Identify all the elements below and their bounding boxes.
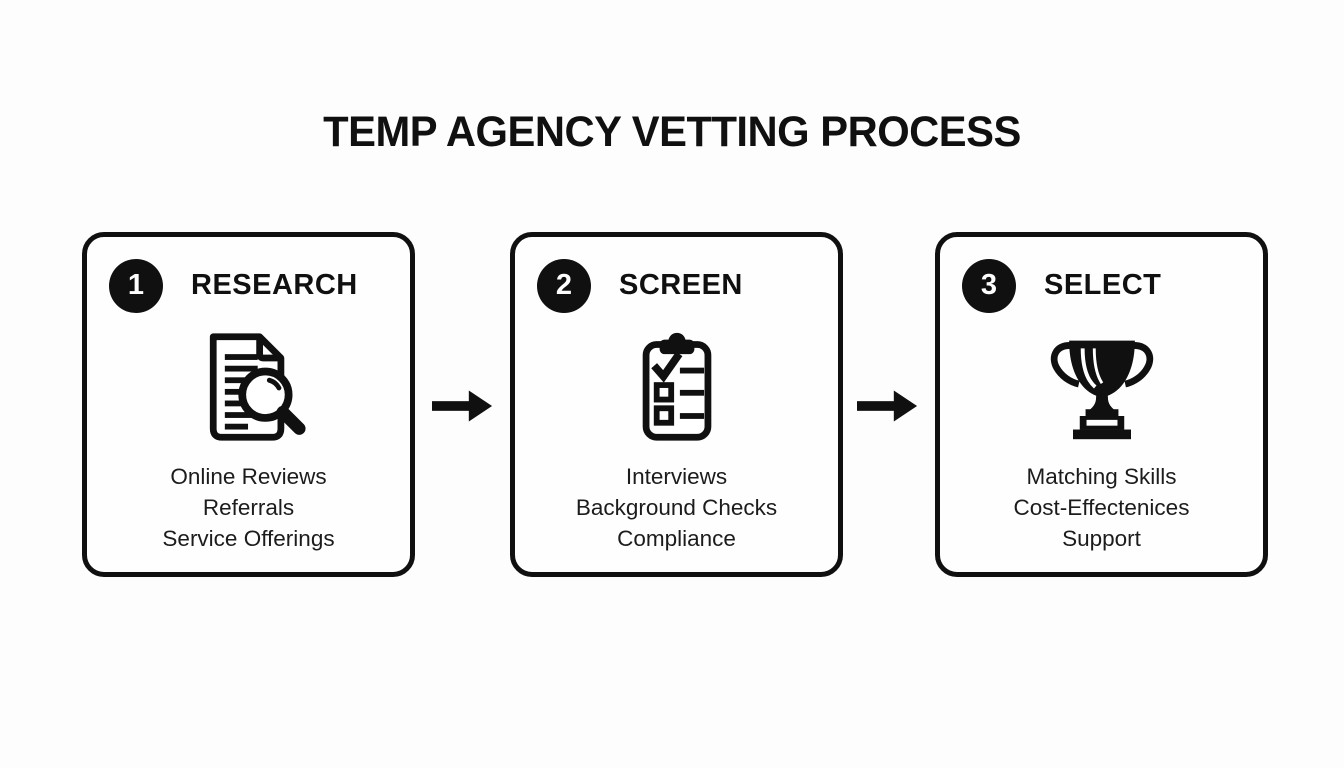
step-heading: SCREEN <box>619 269 743 301</box>
card-header: 3 SELECT <box>940 237 1263 313</box>
step-item-list: Interviews Background Checks Compliance <box>576 461 777 554</box>
step-item-list: Matching Skills Cost-Effectenices Suppor… <box>1014 461 1190 554</box>
card-header: 2 SCREEN <box>515 237 838 313</box>
step-heading: RESEARCH <box>191 269 358 301</box>
page-title: TEMP AGENCY VETTING PROCESS <box>323 108 1021 156</box>
step-item: Service Offerings <box>162 526 335 551</box>
step-item: Support <box>1062 526 1141 551</box>
card-header: 1 RESEARCH <box>87 237 410 313</box>
step-number-badge: 1 <box>109 258 163 313</box>
step-item: Matching Skills <box>1026 464 1177 489</box>
step-item: Background Checks <box>575 495 778 520</box>
step-item: Interviews <box>625 464 728 489</box>
step-item: Online Reviews <box>170 464 327 489</box>
step-item: Referrals <box>202 495 295 520</box>
step-item: Cost-Effectenices <box>1013 495 1190 520</box>
flow-arrow-icon <box>432 388 494 429</box>
clipboard-checklist-icon <box>619 326 735 448</box>
document-search-icon <box>186 326 312 448</box>
step-item: Compliance <box>617 526 736 551</box>
step-card-select: 3 SELECT Matching Skills Cost-Effectenic… <box>935 232 1268 577</box>
step-number-badge: 2 <box>537 258 591 313</box>
step-card-screen: 2 SCREEN Interviews Background Checks Co… <box>510 232 843 577</box>
step-card-research: 1 RESEARCH Onl <box>82 232 415 577</box>
trophy-icon <box>1044 326 1160 448</box>
step-number-badge: 3 <box>962 258 1016 313</box>
step-item-list: Online Reviews Referrals Service Offerin… <box>162 461 334 554</box>
step-heading: SELECT <box>1044 269 1162 301</box>
flow-arrow-icon <box>857 388 919 429</box>
